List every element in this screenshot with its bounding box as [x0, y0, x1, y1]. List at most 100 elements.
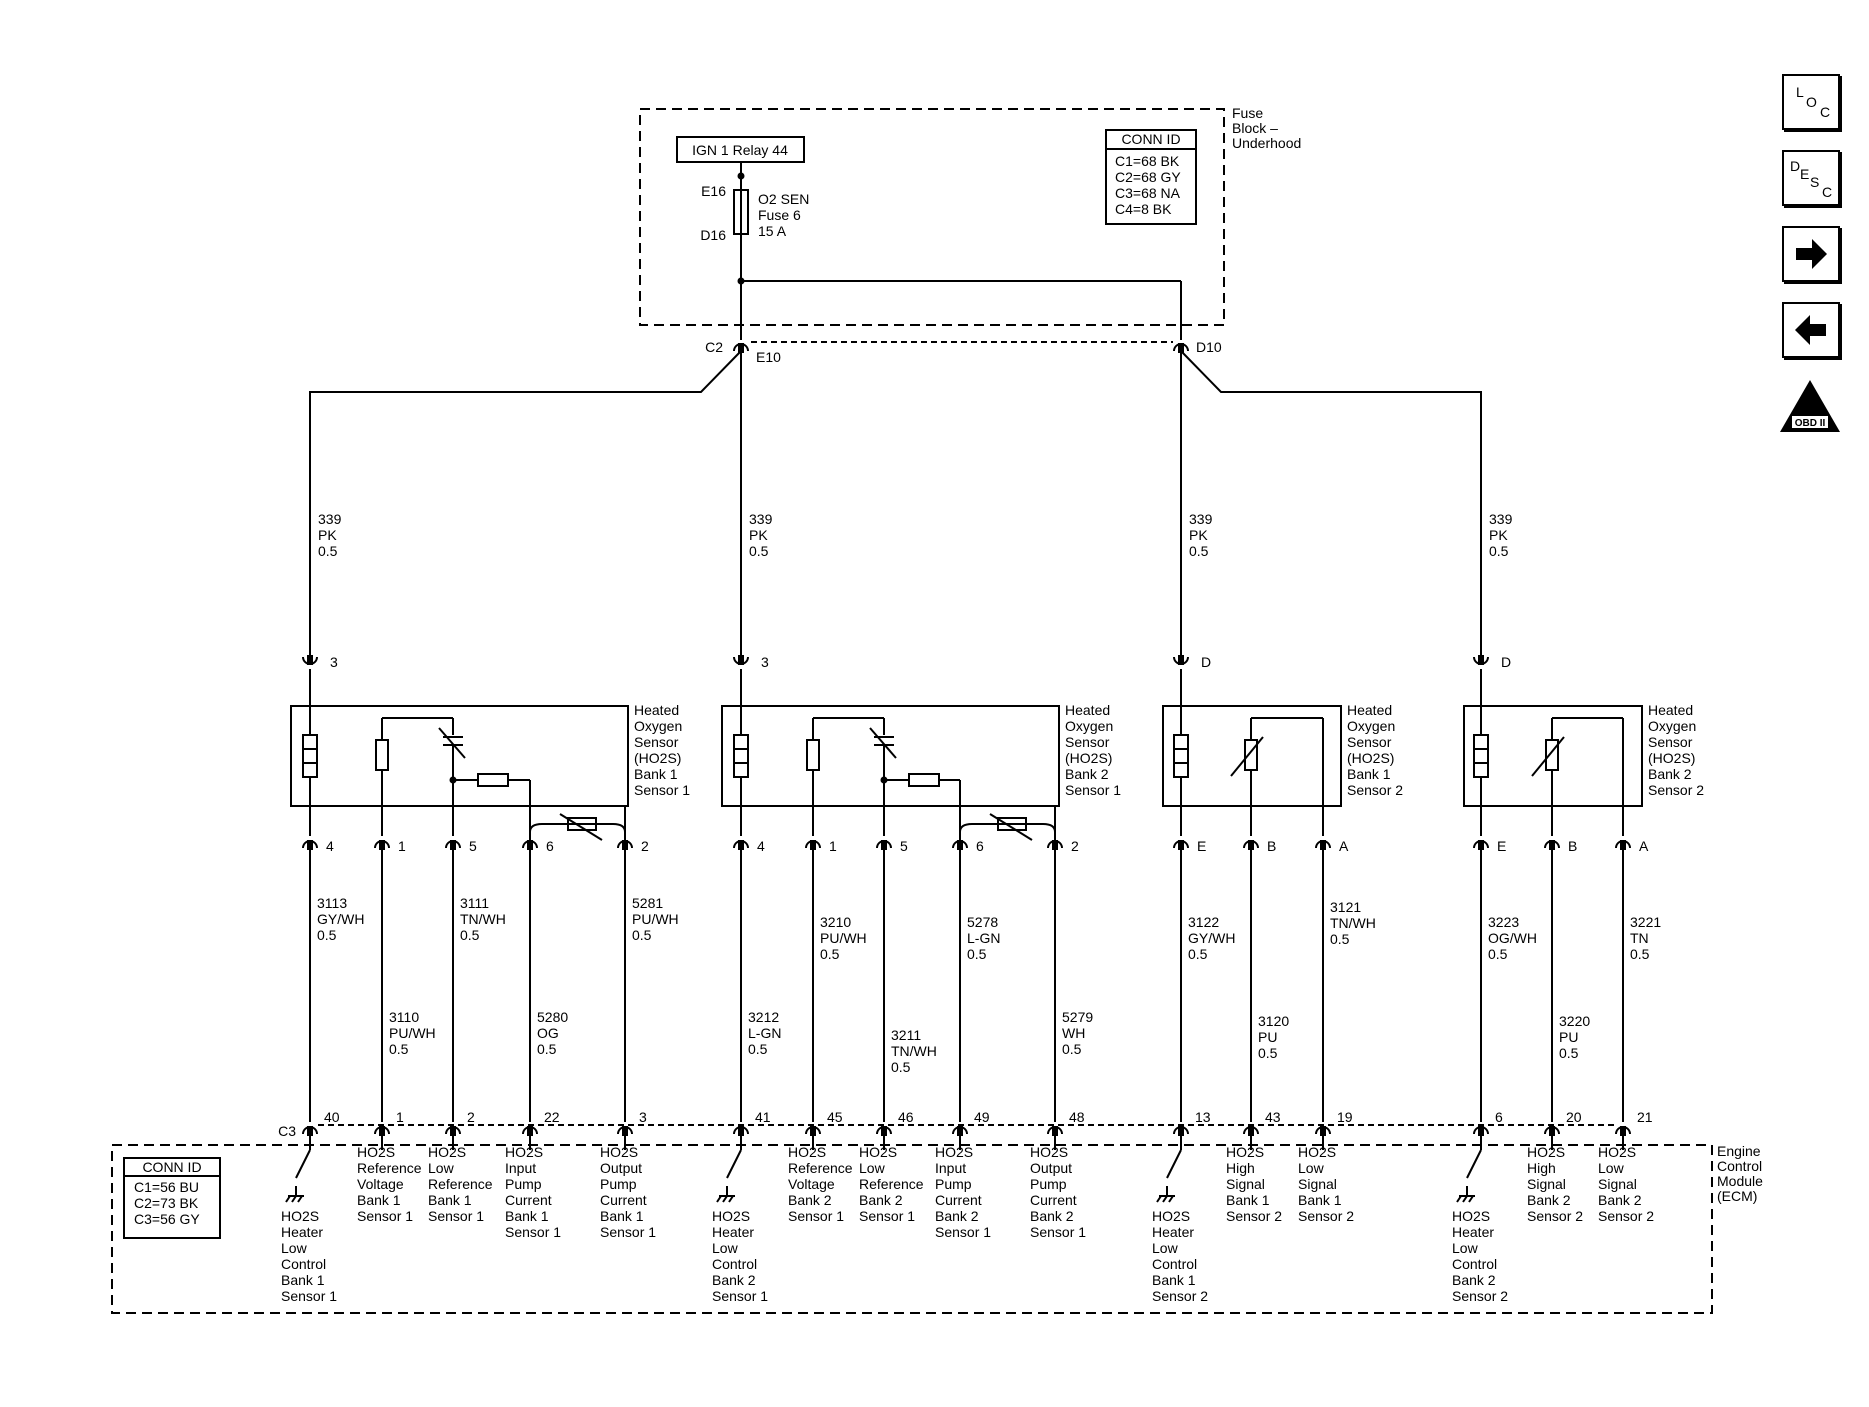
sensor-pin-label: 4 — [757, 838, 765, 854]
ecm-terminal-label: Bank 1 — [1152, 1272, 1196, 1288]
e10-label: E10 — [756, 349, 781, 365]
ecm-terminal-label: Pump — [505, 1176, 542, 1192]
circuit-gauge: 0.5 — [1488, 946, 1508, 962]
desc-letter-e: E — [1800, 166, 1810, 182]
description-button[interactable]: D E S C — [1782, 150, 1840, 206]
ecm-pin-connector-pin — [1248, 1126, 1254, 1136]
ecm-terminal-label: Bank 2 — [1030, 1208, 1074, 1224]
ecm-terminal-label: Bank 1 — [357, 1192, 401, 1208]
ecm-terminal-label: Reference — [788, 1160, 853, 1176]
wire-339-num: 339 — [1489, 511, 1513, 527]
next-page-button[interactable] — [1782, 226, 1840, 282]
ground-hatch — [285, 1195, 291, 1203]
ecm-pin-connector-pin — [957, 1126, 963, 1136]
ecm-terminal-label: Heater — [1452, 1224, 1494, 1240]
ecm-pin-connector-pin — [881, 1126, 887, 1136]
pump-resistor-icon — [477, 773, 509, 787]
conn-id-line: C2=68 GY — [1115, 169, 1181, 185]
desc-letter-c: C — [1822, 184, 1833, 200]
variable-arrow-icon — [438, 727, 466, 759]
ecm-terminal-label: Current — [1030, 1192, 1077, 1208]
ecm-terminal-label: Current — [505, 1192, 552, 1208]
sensor-label: Bank 1 — [634, 766, 678, 782]
ecm-pin-label: 40 — [324, 1109, 340, 1125]
ecm-pin-label: 48 — [1069, 1109, 1085, 1125]
ecm-terminal-label: Bank 1 — [1298, 1192, 1342, 1208]
ecm-conn-id-line: C2=73 BK — [134, 1195, 199, 1211]
fuse-pin-bottom: D16 — [700, 227, 726, 243]
sensor-pin-label: E — [1497, 838, 1506, 854]
sensor-pin-label: B — [1568, 838, 1577, 854]
ecm-conn-id-title: CONN ID — [142, 1159, 201, 1175]
ecm-pin-label: 45 — [827, 1109, 843, 1125]
ecm-terminal-label: High — [1226, 1160, 1255, 1176]
wire-339-color: PK — [749, 527, 768, 543]
sensor-pin-label: 6 — [976, 838, 984, 854]
loc-letter-o: O — [1806, 94, 1817, 110]
sensor-bottom-connector-pin — [527, 840, 533, 850]
thermistor-icon — [567, 817, 597, 831]
sensor-pin-label: B — [1267, 838, 1276, 854]
ecm-terminal-label: Heater — [281, 1224, 323, 1240]
sensor-pin-label: A — [1639, 838, 1649, 854]
ecm-terminal-label: HO2S — [1527, 1144, 1565, 1160]
sensor-pin-label: 5 — [900, 838, 908, 854]
obd-ii-icon[interactable]: II OBD II — [1778, 378, 1842, 434]
ecm-pin-label: 19 — [1337, 1109, 1353, 1125]
sensor-top-pin: D — [1501, 654, 1511, 670]
ecm-terminal-label: Low — [428, 1160, 455, 1176]
ecm-terminal-label: High — [1527, 1160, 1556, 1176]
sensor-box-3 — [1162, 705, 1342, 807]
circuit-gauge: 0.5 — [1188, 946, 1208, 962]
circuit-color: TN — [1630, 930, 1649, 946]
sensor-label: Oxygen — [1347, 718, 1395, 734]
conn-id-line: C3=68 NA — [1115, 185, 1181, 201]
ecm-terminal-label: Current — [600, 1192, 647, 1208]
ecm-pin-connector-pin — [1549, 1126, 1555, 1136]
reference-resistor-icon — [375, 739, 389, 771]
location-button[interactable]: L O C — [1782, 74, 1840, 130]
ecm-terminal-label: Sensor 2 — [1527, 1208, 1583, 1224]
wire-339-gauge: 0.5 — [749, 543, 769, 559]
ecm-terminal-label: Signal — [1527, 1176, 1566, 1192]
sensor-box-1 — [290, 705, 629, 807]
ecm-terminal-label: HO2S — [281, 1208, 319, 1224]
ecm-terminal-label: Sensor 1 — [600, 1224, 656, 1240]
ground-hatch — [728, 1195, 734, 1203]
ecm-pin-label: 41 — [755, 1109, 771, 1125]
circuit-number: 3122 — [1188, 914, 1219, 930]
sensor-label: (HO2S) — [634, 750, 681, 766]
ecm-label: Engine — [1717, 1143, 1761, 1159]
previous-page-button[interactable] — [1782, 302, 1840, 358]
ecm-terminal-label: HO2S — [357, 1144, 395, 1160]
sensor-box-2 — [721, 705, 1060, 807]
sensor-bottom-connector-pin — [1178, 840, 1184, 850]
relay-box — [676, 136, 805, 163]
reference-resistor-icon — [806, 739, 820, 771]
ecm-terminal-label: Bank 2 — [1527, 1192, 1571, 1208]
circuit-number: 5279 — [1062, 1009, 1093, 1025]
heater-element-icon — [1473, 734, 1489, 778]
circuit-color: L-GN — [967, 930, 1000, 946]
ecm-terminal-label: Bank 2 — [788, 1192, 832, 1208]
ecm-pin-label: 1 — [396, 1109, 404, 1125]
thermistor-wire — [959, 823, 1056, 840]
ecm-terminal-label: Bank 2 — [935, 1208, 979, 1224]
sensor-label: Bank 2 — [1065, 766, 1109, 782]
sensor-pin-label: A — [1339, 838, 1349, 854]
ecm-terminal-label: Heater — [1152, 1224, 1194, 1240]
fuse-block-label: Fuse — [1232, 105, 1263, 121]
ecm-pin-label: 20 — [1566, 1109, 1582, 1125]
sensor-bottom-connector-pin — [1320, 840, 1326, 850]
sensor-pin-label: E — [1197, 838, 1206, 854]
circuit-color: PU — [1559, 1029, 1578, 1045]
sensor-label: Heated — [1065, 702, 1110, 718]
circuit-color: GY/WH — [317, 911, 364, 927]
ecm-terminal-label: Sensor 1 — [1030, 1224, 1086, 1240]
ground-hatch — [1462, 1195, 1468, 1203]
circuit-gauge: 0.5 — [820, 946, 840, 962]
sensor-bottom-connector-pin — [1248, 840, 1254, 850]
c2-e10-connector-pin — [738, 343, 744, 353]
ecm-terminal-label: Voltage — [788, 1176, 835, 1192]
ground-hatch — [1162, 1195, 1168, 1203]
